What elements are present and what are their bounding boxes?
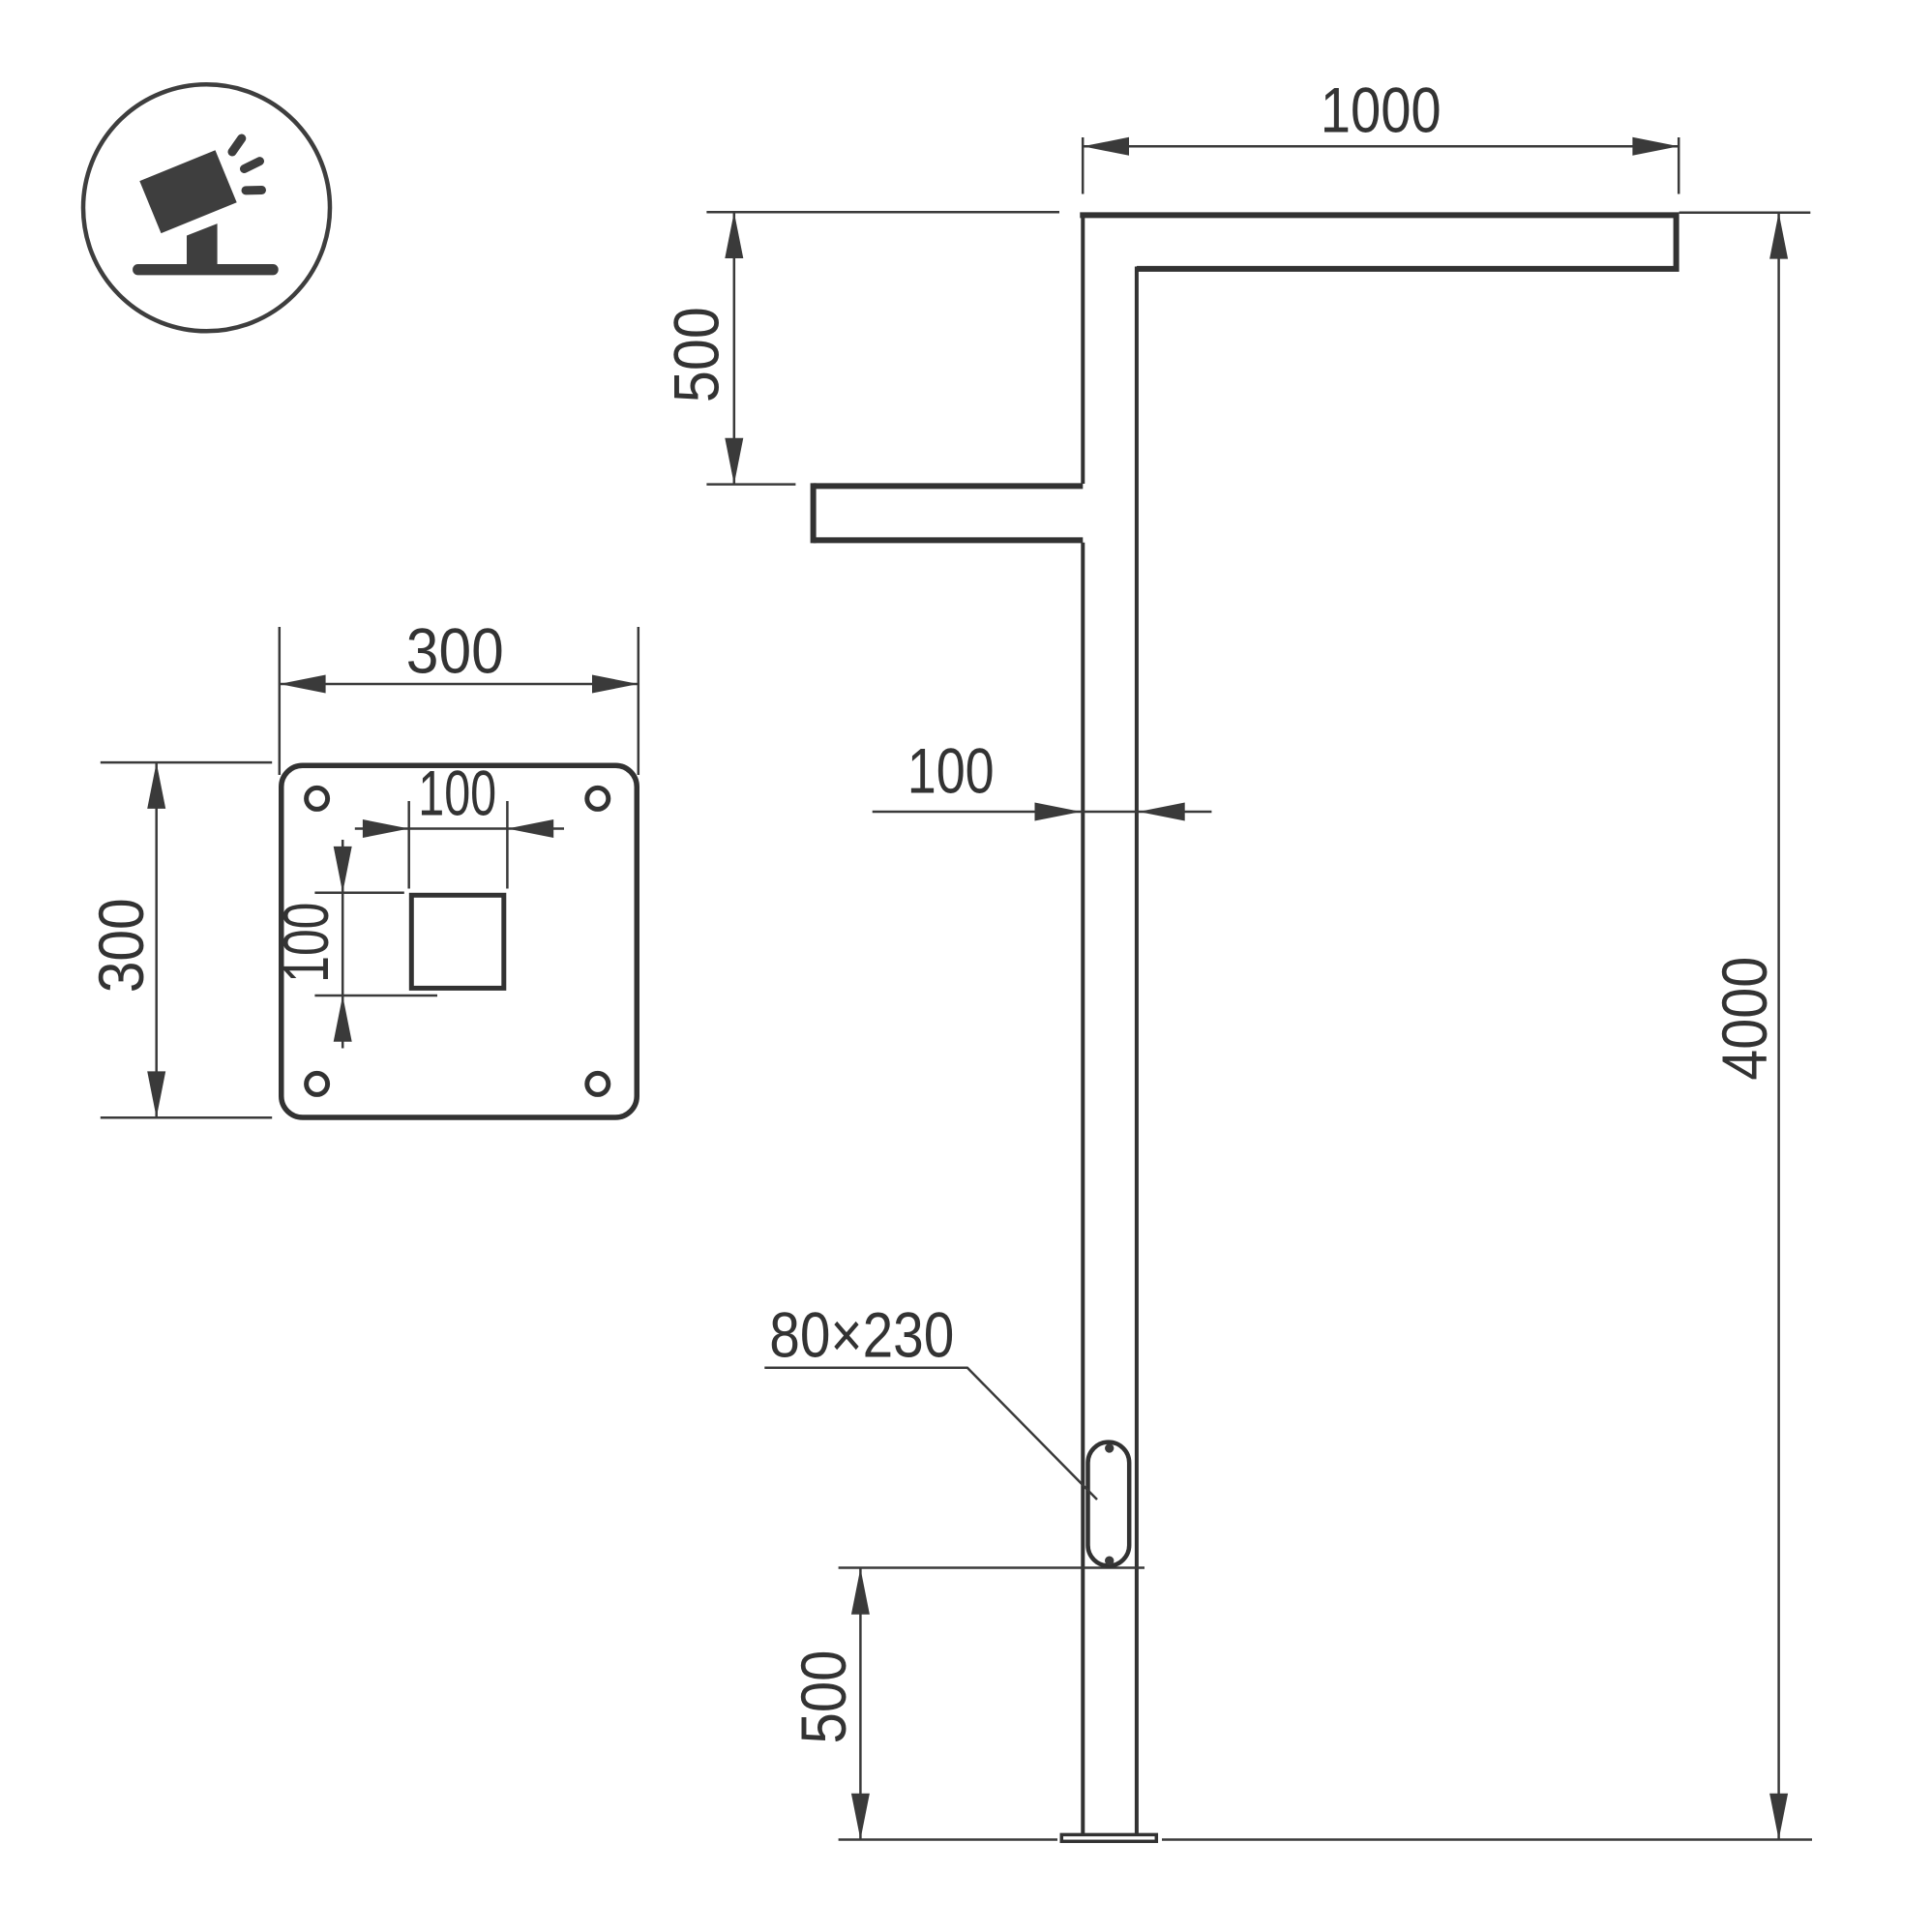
- svg-text:300: 300: [85, 898, 157, 993]
- svg-text:4000: 4000: [1709, 957, 1780, 1081]
- svg-text:100: 100: [418, 758, 496, 829]
- svg-text:300: 300: [406, 615, 504, 687]
- svg-text:500: 500: [661, 307, 732, 402]
- svg-text:1000: 1000: [1321, 74, 1442, 146]
- svg-text:80×230: 80×230: [769, 1299, 954, 1371]
- svg-text:500: 500: [788, 1650, 859, 1744]
- svg-text:100: 100: [270, 903, 342, 983]
- svg-text:100: 100: [907, 735, 995, 807]
